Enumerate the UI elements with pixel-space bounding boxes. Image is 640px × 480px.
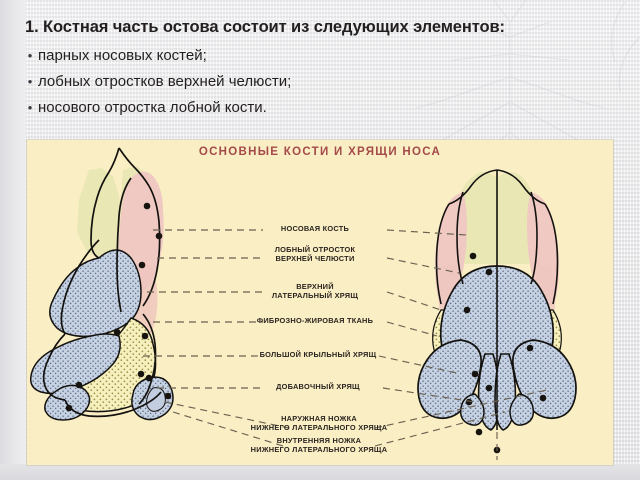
lateral-view-figure xyxy=(29,147,174,421)
label-line2: нижнего латерального хряща xyxy=(250,423,388,433)
label-medial-crus: Внутренняя ножка нижнего латерального хр… xyxy=(239,436,399,455)
label-lateral-crus: Наружная ножка нижнего латерального хрящ… xyxy=(239,414,399,433)
bullet-icon: • xyxy=(27,73,33,89)
nose-anatomy-illustration xyxy=(29,147,577,460)
label-line1: Носовая кость xyxy=(280,224,350,233)
greater-alar-cartilage-region xyxy=(29,333,121,395)
list-item: • парных носовых костей; xyxy=(22,47,622,65)
label-line1: Верхний xyxy=(296,282,334,291)
leader-lines xyxy=(143,229,548,460)
figure-title: Основные кости и хрящи носа xyxy=(198,146,442,158)
label-line1: Внутренняя ножка xyxy=(276,436,362,445)
bullet-icon: • xyxy=(27,99,33,115)
slide-text-block: 1. Костная часть остова состоит из следу… xyxy=(22,18,622,125)
bullet-text: носового отростка лобной кости. xyxy=(38,98,267,116)
label-nasal-bone: Носовая кость xyxy=(265,224,365,233)
frontal-view-figure xyxy=(417,169,577,454)
bullet-icon: • xyxy=(27,47,33,63)
label-line1: Большой крыльный хрящ xyxy=(259,350,377,359)
label-frontal-process: Лобный отросток верхней челюсти xyxy=(263,245,367,264)
label-line2: латеральный хрящ xyxy=(271,291,359,301)
label-line2: нижнего латерального хряща xyxy=(250,445,388,455)
background-bottom-strip xyxy=(0,464,640,480)
frontal-view-marker-dots xyxy=(463,252,547,454)
label-line1: Фиброзно-жировая ткань xyxy=(256,316,374,325)
label-accessory-cartilage: Добавочный хрящ xyxy=(259,382,377,391)
label-upper-lateral-cartilage: Верхний латеральный хрящ xyxy=(263,282,367,301)
label-greater-alar-cartilage: Большой крыльный хрящ xyxy=(257,350,379,359)
bullet-text: парных носовых костей; xyxy=(38,46,207,64)
list-item: • носового отростка лобной кости. xyxy=(22,99,622,117)
page-title: 1. Костная часть остова состоит из следу… xyxy=(25,18,505,36)
label-line1: Добавочный хрящ xyxy=(276,382,360,391)
bullet-text: лобных отростков верхней челюсти; xyxy=(38,72,292,90)
label-line2: верхней челюсти xyxy=(275,254,355,264)
label-fibro-fatty-tissue: Фиброзно-жировая ткань xyxy=(251,316,379,325)
list-item: • лобных отростков верхней челюсти; xyxy=(22,73,622,91)
anatomy-figure-panel: Основные кости и хрящи носа xyxy=(27,140,613,465)
label-line1: Наружная ножка xyxy=(281,414,357,423)
label-line1: Лобный отросток xyxy=(274,245,356,254)
lateral-view-marker-dots xyxy=(65,202,172,412)
